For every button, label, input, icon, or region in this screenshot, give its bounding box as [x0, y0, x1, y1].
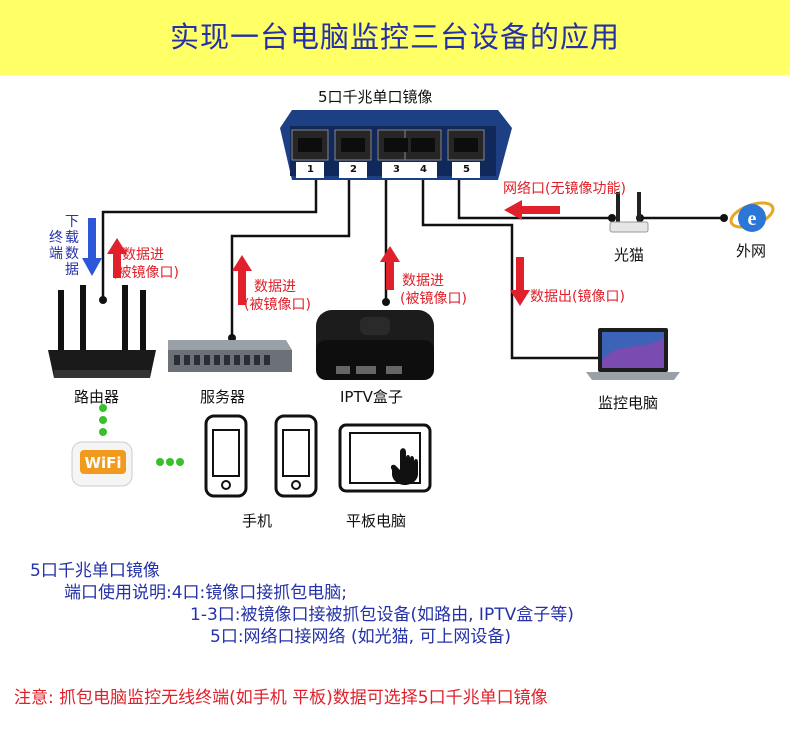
iptv-data-in-label-1: 数据进: [402, 273, 444, 289]
iptv-box-device: [316, 310, 434, 380]
download-label-char-2: 载: [65, 230, 79, 246]
port-number-5: 5: [463, 164, 470, 175]
iptv-data-in-label-2: (被镜像口): [400, 291, 467, 307]
monitor-pc-label: 监控电脑: [598, 394, 659, 412]
download-label-char-3: 终: [49, 230, 63, 246]
server-device: [168, 340, 292, 372]
router-data-in-label-2: (被镜像口): [112, 265, 179, 281]
port-number-1: 1: [307, 164, 314, 175]
header-banner: [0, 0, 790, 75]
internet-explorer-icon: e: [729, 201, 775, 232]
network-arrow: [504, 200, 560, 220]
warning-note: 注意: 抓包电脑监控无线终端(如手机 平板)数据可选择5口千兆单口镜像: [14, 688, 548, 708]
server-data-in-label-2: (被镜像口): [244, 297, 311, 313]
server-data-in-label-1: 数据进: [254, 279, 296, 295]
wifi-logo: WiFi: [71, 441, 133, 487]
phone-icon-2: [274, 414, 318, 498]
data-out-arrow: [510, 257, 530, 306]
notes-title: 5口千兆单口镜像: [30, 561, 160, 581]
page-title: 实现一台电脑监控三台设备的应用: [169, 20, 620, 54]
network-port-label: 网络口(无镜像功能): [503, 181, 626, 197]
optical-modem-device: [609, 192, 649, 233]
router-in-arrow: [107, 238, 127, 278]
download-label-char-1: 下: [65, 214, 79, 230]
download-label-char-6: 据: [65, 262, 79, 278]
wifi-logo-text: WiFi: [84, 454, 121, 472]
port-number-3: 3: [393, 164, 400, 175]
data-out-label: 数据出(镜像口): [530, 289, 625, 305]
notes-block: 5口千兆单口镜像 端口使用说明:4口:镜像口接抓包电脑; 1-3口:被镜像口接被…: [30, 560, 574, 648]
cable-plugs: [99, 214, 728, 342]
tablet-icon: [338, 423, 432, 493]
phone-icon-1: [204, 414, 248, 498]
modem-label: 光猫: [614, 246, 645, 264]
server-in-arrow: [232, 255, 252, 305]
switch-title: 5口千兆单口镜像: [318, 88, 433, 106]
notes-line-1: 端口使用说明:4口:镜像口接抓包电脑;: [64, 583, 347, 603]
server-label: 服务器: [200, 388, 246, 406]
notes-line-2: 1-3口:被镜像口接被抓包设备(如路由, IPTV盒子等): [190, 605, 574, 625]
port-number-2: 2: [350, 164, 357, 175]
tablet-label: 平板电脑: [346, 512, 407, 530]
download-arrow: [82, 218, 102, 276]
svg-text:e: e: [748, 208, 757, 230]
cables: [101, 180, 724, 360]
router-device: [48, 285, 156, 378]
router-data-in-label-1: 数据进: [122, 247, 164, 263]
iptv-label: IPTV盒子: [340, 388, 403, 406]
phone-label: 手机: [242, 512, 273, 530]
data-flow-arrows: [107, 200, 560, 306]
router-label: 路由器: [74, 388, 120, 406]
iptv-in-arrow: [380, 246, 400, 290]
download-label-char-5: 端: [49, 246, 63, 262]
notes-line-3: 5口:网络口接网络 (如光猫, 可上网设备): [210, 627, 512, 647]
internet-label: 外网: [736, 242, 767, 260]
switch-device: [280, 110, 512, 180]
download-label-char-4: 数: [65, 246, 79, 262]
wifi-link-dots: [99, 404, 184, 466]
port-number-4: 4: [420, 164, 427, 175]
laptop-device: [586, 328, 680, 380]
